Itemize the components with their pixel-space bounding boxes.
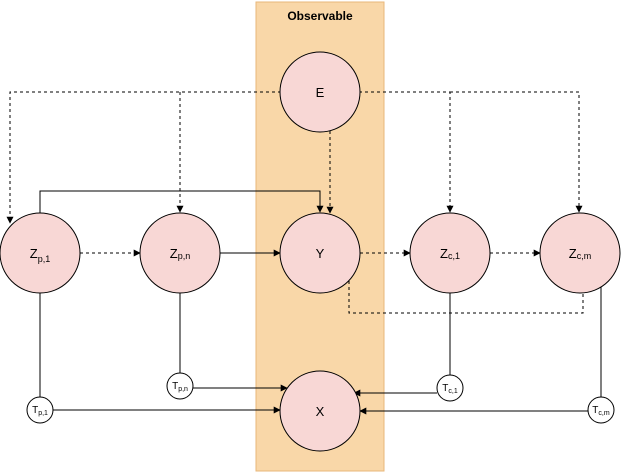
node-zcm-sub: c,m bbox=[577, 251, 592, 261]
svg-text:Tp,n: Tp,n bbox=[172, 381, 188, 393]
observable-band-title: Observable bbox=[287, 9, 353, 23]
node-zp1: Zp,1 bbox=[0, 212, 81, 294]
svg-text:Zc,m: Zc,m bbox=[569, 246, 591, 261]
svg-text:Tc,m: Tc,m bbox=[592, 405, 610, 417]
node-tcm-base: T bbox=[592, 405, 598, 416]
node-zc1-sub: c,1 bbox=[448, 251, 460, 261]
edge-e-zcm bbox=[450, 91, 583, 213]
node-zp1-base: Z bbox=[30, 246, 38, 261]
node-zcm: Zc,m bbox=[539, 212, 621, 294]
node-zc1: Zc,1 bbox=[409, 212, 491, 294]
node-tc1-base: T bbox=[442, 383, 448, 394]
svg-text:Zp,n: Zp,n bbox=[170, 246, 190, 261]
node-tp1-base: T bbox=[32, 405, 38, 416]
node-tc1-sub: c,1 bbox=[448, 388, 457, 395]
node-tpn-sub: p,n bbox=[178, 386, 188, 393]
svg-text:Tc,1: Tc,1 bbox=[442, 383, 458, 395]
node-zc1-base: Z bbox=[440, 246, 448, 261]
svg-text:Zp,1: Zp,1 bbox=[30, 246, 50, 264]
edges bbox=[6, 91, 602, 415]
svg-text:E: E bbox=[316, 85, 325, 100]
edge-e-zp1 bbox=[6, 91, 281, 224]
svg-text:Y: Y bbox=[316, 246, 325, 261]
svg-text:Tp,1: Tp,1 bbox=[32, 405, 48, 417]
node-zpn-base: Z bbox=[170, 246, 178, 261]
node-e: E bbox=[279, 51, 361, 133]
node-zp1-sub: p,1 bbox=[38, 254, 51, 264]
node-tp1: Tp,1 bbox=[26, 396, 54, 424]
node-y: Y bbox=[279, 212, 361, 294]
svg-text:Zc,1: Zc,1 bbox=[440, 246, 460, 261]
node-tcm-sub: c,m bbox=[598, 410, 609, 417]
node-tpn-base: T bbox=[172, 381, 178, 392]
node-tp1-sub: p,1 bbox=[38, 410, 48, 417]
node-e-label: E bbox=[316, 85, 325, 100]
node-x-label: X bbox=[316, 404, 325, 419]
node-y-label: Y bbox=[316, 246, 325, 261]
node-zpn: Zp,n bbox=[139, 212, 221, 294]
node-zpn-sub: p,n bbox=[178, 251, 191, 261]
node-x: X bbox=[279, 370, 361, 452]
node-zcm-base: Z bbox=[569, 246, 577, 261]
edge-zp1-y bbox=[39, 190, 324, 213]
node-tcm: Tc,m bbox=[587, 396, 615, 424]
node-tpn: Tp,n bbox=[166, 372, 194, 400]
svg-text:X: X bbox=[316, 404, 325, 419]
node-tc1: Tc,1 bbox=[436, 374, 464, 402]
